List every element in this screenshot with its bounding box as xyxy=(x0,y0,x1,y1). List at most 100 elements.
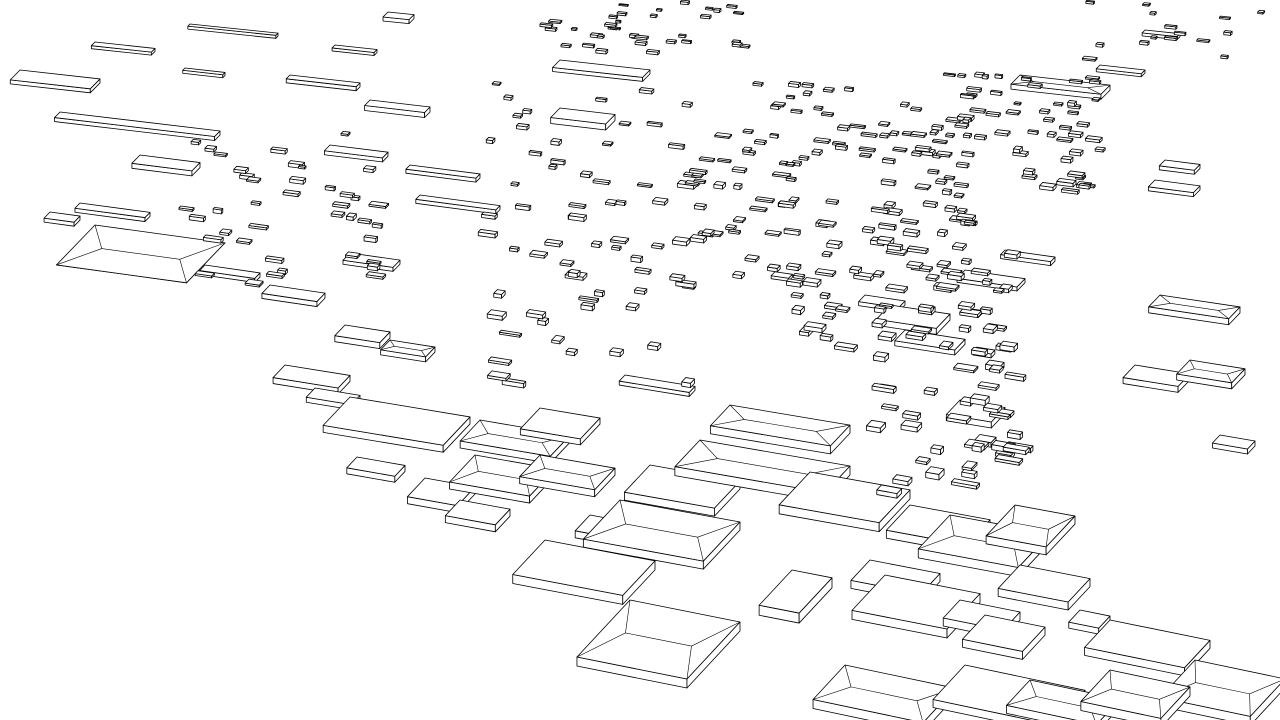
building xyxy=(498,329,523,338)
building xyxy=(1219,15,1231,21)
building xyxy=(54,111,221,141)
building xyxy=(860,131,878,138)
building xyxy=(651,242,665,250)
building xyxy=(1148,179,1201,198)
building xyxy=(551,334,565,345)
building xyxy=(981,73,990,80)
building xyxy=(248,222,269,231)
building xyxy=(900,101,910,108)
building xyxy=(567,268,581,279)
building xyxy=(877,330,897,342)
building xyxy=(565,347,578,357)
building xyxy=(601,140,614,147)
building xyxy=(568,202,587,209)
building xyxy=(783,227,801,236)
building xyxy=(194,270,215,279)
building xyxy=(582,42,596,49)
building xyxy=(945,132,955,138)
building xyxy=(611,244,622,251)
building xyxy=(954,122,970,129)
building xyxy=(618,3,629,7)
building xyxy=(266,270,285,279)
building xyxy=(791,304,805,316)
building xyxy=(982,277,993,286)
building xyxy=(915,456,931,466)
building xyxy=(778,471,911,533)
building xyxy=(705,6,714,11)
building xyxy=(219,228,233,237)
building xyxy=(791,160,802,167)
building xyxy=(340,130,351,137)
building xyxy=(970,346,988,357)
building xyxy=(74,202,151,222)
building xyxy=(900,218,919,225)
building xyxy=(910,106,923,112)
building xyxy=(767,263,781,273)
building xyxy=(289,176,307,185)
building xyxy=(785,94,796,100)
building xyxy=(1176,359,1246,390)
building xyxy=(591,240,603,249)
building xyxy=(625,302,640,312)
building xyxy=(961,150,975,158)
building xyxy=(1069,148,1084,157)
building xyxy=(550,158,566,166)
building xyxy=(203,234,224,244)
building xyxy=(357,217,372,225)
building xyxy=(244,278,264,288)
building xyxy=(519,407,601,446)
building xyxy=(959,307,982,319)
building xyxy=(334,324,391,350)
building xyxy=(937,228,948,238)
building xyxy=(509,245,520,253)
building xyxy=(892,474,913,487)
building xyxy=(649,13,658,19)
building xyxy=(634,266,652,275)
building xyxy=(592,178,611,186)
building xyxy=(947,270,965,282)
building xyxy=(665,38,677,45)
building xyxy=(742,128,754,134)
building xyxy=(1067,100,1077,107)
building xyxy=(819,332,834,342)
building xyxy=(339,191,355,199)
building xyxy=(927,168,940,175)
building xyxy=(1142,2,1151,7)
building xyxy=(1068,130,1084,139)
building xyxy=(1013,145,1023,154)
building xyxy=(887,242,904,252)
building xyxy=(346,456,406,483)
building xyxy=(943,72,956,78)
building xyxy=(871,317,887,329)
building xyxy=(1027,82,1043,89)
building xyxy=(713,7,722,13)
building xyxy=(713,180,726,190)
building xyxy=(236,237,253,245)
building xyxy=(925,273,940,282)
building xyxy=(576,599,741,689)
building xyxy=(544,238,563,248)
building xyxy=(638,87,655,95)
building xyxy=(1196,38,1211,44)
building xyxy=(346,212,357,221)
building xyxy=(246,176,262,184)
building xyxy=(749,205,768,213)
building xyxy=(1076,121,1090,128)
building xyxy=(969,107,987,114)
building xyxy=(798,155,810,161)
building xyxy=(814,268,837,277)
building xyxy=(486,309,507,321)
building xyxy=(778,200,796,209)
building xyxy=(911,150,923,157)
building xyxy=(250,200,262,206)
building xyxy=(952,242,967,251)
building xyxy=(371,222,384,229)
building xyxy=(681,377,695,389)
building xyxy=(519,454,616,498)
building xyxy=(1257,9,1266,15)
building xyxy=(859,152,872,159)
building xyxy=(363,165,377,174)
building xyxy=(485,137,496,144)
building xyxy=(958,324,972,333)
building xyxy=(594,289,605,298)
